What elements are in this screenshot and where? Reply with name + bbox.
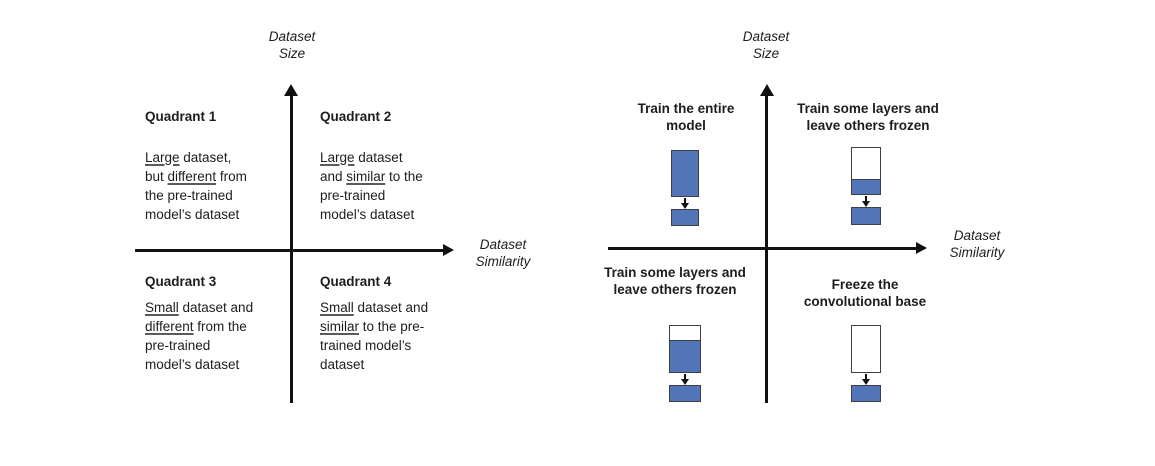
quadrant-1-title: Quadrant 1 <box>145 109 217 124</box>
strategy-label-line2: convolutional base <box>803 294 927 309</box>
strategy-label-line2: leave others frozen <box>613 282 737 297</box>
transfer-arrow-icon <box>862 195 870 207</box>
quadrant-2-title: Quadrant 2 <box>320 109 392 124</box>
strategy-label-line2: leave others frozen <box>806 118 930 133</box>
left-x-axis-arrowhead-icon <box>443 244 454 256</box>
y-axis-label-line2: Size <box>278 46 306 61</box>
right-x-axis-arrowhead-icon <box>916 242 927 254</box>
right-x-axis-label: Dataset Similarity <box>925 227 1029 261</box>
strategy-label-line1: Train some layers and <box>604 265 746 280</box>
convolutional-base-bar <box>851 147 881 195</box>
model-diagram-freeze-convolutional-base <box>851 325 881 402</box>
right-y-axis-arrowhead-icon <box>760 84 774 96</box>
strategy-label-train-entire-model: Train the entire model <box>613 100 759 134</box>
frozen-layers <box>852 148 880 180</box>
frozen-layers <box>852 326 880 372</box>
convolutional-base-bar <box>671 150 699 197</box>
convolutional-base-bar <box>851 325 881 373</box>
strategy-label-line2: model <box>666 118 706 133</box>
strategy-label-line1: Train the entire <box>637 101 735 116</box>
transfer-arrow-icon <box>681 197 689 209</box>
convolutional-base-bar <box>669 325 701 373</box>
classifier-bar <box>851 207 881 225</box>
left-y-axis-arrowhead-icon <box>284 84 298 96</box>
strategy-label-line1: Freeze the <box>831 277 899 292</box>
transfer-arrow-icon <box>681 373 689 385</box>
strategy-label-line1: Train some layers and <box>797 101 939 116</box>
quadrant-1: Quadrant 1 Large dataset,but different f… <box>145 108 295 224</box>
strategy-label-train-some-layers-q2: Train some layers and leave others froze… <box>786 100 950 134</box>
left-y-axis-label: Dataset Size <box>252 28 332 62</box>
right-x-axis-line <box>608 247 917 250</box>
classifier-bar <box>669 385 701 402</box>
model-diagram-train-some-layers-q3 <box>669 325 701 402</box>
x-axis-label-line2: Similarity <box>475 254 531 269</box>
classifier-bar <box>851 385 881 402</box>
transfer-arrow-icon <box>862 373 870 385</box>
classifier-bar <box>671 209 699 226</box>
x-axis-label-line2: Similarity <box>949 245 1005 260</box>
strategy-label-train-some-layers-q3: Train some layers and leave others froze… <box>593 264 757 298</box>
right-y-axis-label: Dataset Size <box>726 28 806 62</box>
strategy-label-freeze-convolutional-base: Freeze the convolutional base <box>783 276 947 310</box>
x-axis-label-line1: Dataset <box>953 228 1001 243</box>
y-axis-label-line1: Dataset <box>742 29 790 44</box>
y-axis-label-line2: Size <box>752 46 780 61</box>
y-axis-label-line1: Dataset <box>268 29 316 44</box>
left-x-axis-line <box>135 249 444 252</box>
model-diagram-train-entire-model <box>671 150 699 226</box>
quadrant-4-title: Quadrant 4 <box>320 274 392 289</box>
x-axis-label-line1: Dataset <box>479 237 527 252</box>
left-x-axis-label: Dataset Similarity <box>451 236 555 270</box>
model-diagram-train-some-layers-q2 <box>851 147 881 225</box>
frozen-layers <box>670 326 700 342</box>
quadrant-3-title: Quadrant 3 <box>145 274 217 289</box>
